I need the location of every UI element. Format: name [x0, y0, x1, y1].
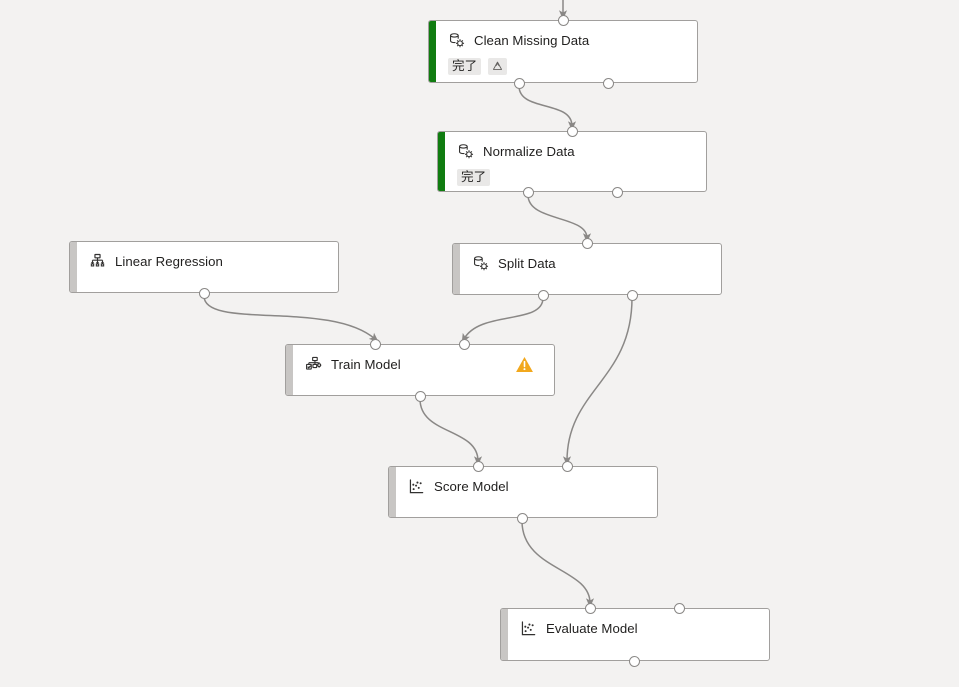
port-normalize-data-input-0[interactable]	[566, 125, 578, 137]
edge-linear-regression-to-train-model[interactable]	[203, 295, 379, 343]
node-title-row-evaluate-model: Evaluate Model	[520, 620, 757, 637]
edge-split-data-to-score-model[interactable]	[562, 297, 633, 466]
port-evaluate-model-input-1[interactable]	[673, 602, 685, 614]
port-train-model-output-0[interactable]	[414, 390, 426, 402]
node-title-normalize-data: Normalize Data	[483, 144, 575, 159]
node-body-score-model: Score Model	[389, 467, 657, 517]
node-title-clean-missing-data: Clean Missing Data	[474, 33, 590, 48]
port-clean-missing-data-output-1[interactable]	[602, 77, 614, 89]
node-badges-clean-missing-data: 完了	[448, 58, 685, 75]
scatter-plot-icon	[408, 478, 425, 495]
node-linear-regression[interactable]: Linear Regression	[69, 241, 339, 293]
port-normalize-data-output-1[interactable]	[611, 186, 623, 198]
node-status-bar-train-model	[286, 345, 293, 395]
node-title-row-linear-regression: Linear Regression	[89, 253, 326, 270]
port-score-model-input-1[interactable]	[561, 460, 573, 472]
node-evaluate-model[interactable]: Evaluate Model	[500, 608, 770, 661]
node-body-train-model: Train Model	[286, 345, 554, 395]
node-status-bar-split-data	[453, 244, 460, 294]
port-clean-missing-data-output-0[interactable]	[513, 77, 525, 89]
port-split-data-output-0[interactable]	[537, 289, 549, 301]
node-body-clean-missing-data: Clean Missing Data 完了	[429, 21, 697, 82]
node-title-row-score-model: Score Model	[408, 478, 645, 495]
scatter-plot-icon	[520, 620, 537, 637]
model-training-icon	[305, 356, 322, 373]
node-clean-missing-data[interactable]: Clean Missing Data 完了	[428, 20, 698, 83]
node-split-data[interactable]: Split Data	[452, 243, 722, 295]
node-body-split-data: Split Data	[453, 244, 721, 294]
node-status-bar-normalize-data	[438, 132, 445, 191]
data-transformation-icon	[457, 143, 474, 160]
node-body-linear-regression: Linear Regression	[70, 242, 338, 292]
node-badges-normalize-data: 完了	[457, 169, 694, 186]
port-linear-regression-output-0[interactable]	[198, 287, 210, 299]
node-title-row-split-data: Split Data	[472, 255, 709, 272]
port-evaluate-model-output-0[interactable]	[628, 655, 640, 667]
port-score-model-input-0[interactable]	[472, 460, 484, 472]
warning-triangle-icon[interactable]	[515, 355, 534, 374]
node-score-model[interactable]: Score Model	[388, 466, 658, 518]
node-title-row-normalize-data: Normalize Data	[457, 143, 694, 160]
port-clean-missing-data-input-0[interactable]	[557, 14, 569, 26]
port-train-model-input-0[interactable]	[369, 338, 381, 350]
node-title-train-model: Train Model	[331, 357, 401, 372]
port-split-data-input-0[interactable]	[581, 237, 593, 249]
edge-clean-missing-data-to-normalize-data[interactable]	[518, 85, 577, 131]
status-badge-normalize-data: 完了	[457, 169, 491, 186]
node-body-evaluate-model: Evaluate Model	[501, 609, 769, 660]
node-status-bar-clean-missing-data	[429, 21, 436, 82]
edge-split-data-to-train-model[interactable]	[461, 297, 544, 344]
port-train-model-input-1[interactable]	[458, 338, 470, 350]
node-title-linear-regression: Linear Regression	[115, 254, 223, 269]
port-evaluate-model-input-0[interactable]	[584, 602, 596, 614]
port-split-data-output-1[interactable]	[626, 289, 638, 301]
data-transformation-icon	[448, 32, 465, 49]
node-body-normalize-data: Normalize Data 完了	[438, 132, 706, 191]
status-badge-clean-missing-data: 完了	[448, 58, 482, 75]
node-title-row-train-model: Train Model	[305, 356, 542, 373]
node-status-bar-evaluate-model	[501, 609, 508, 660]
node-normalize-data[interactable]: Normalize Data 完了	[437, 131, 707, 192]
reuse-icon[interactable]	[488, 58, 508, 75]
node-title-split-data: Split Data	[498, 256, 556, 271]
machine-learning-algorithm-icon	[89, 253, 106, 270]
node-train-model[interactable]: Train Model	[285, 344, 555, 396]
edge-score-model-to-evaluate-model[interactable]	[521, 520, 595, 608]
node-title-evaluate-model: Evaluate Model	[546, 621, 638, 636]
node-title-row-clean-missing-data: Clean Missing Data	[448, 32, 685, 49]
node-status-bar-score-model	[389, 467, 396, 517]
edge-normalize-data-to-split-data[interactable]	[527, 194, 592, 243]
node-title-score-model: Score Model	[434, 479, 509, 494]
data-transformation-icon	[472, 255, 489, 272]
edge-train-model-to-score-model[interactable]	[419, 398, 483, 466]
port-normalize-data-output-0[interactable]	[522, 186, 534, 198]
node-status-bar-linear-regression	[70, 242, 77, 292]
port-score-model-output-0[interactable]	[516, 512, 528, 524]
